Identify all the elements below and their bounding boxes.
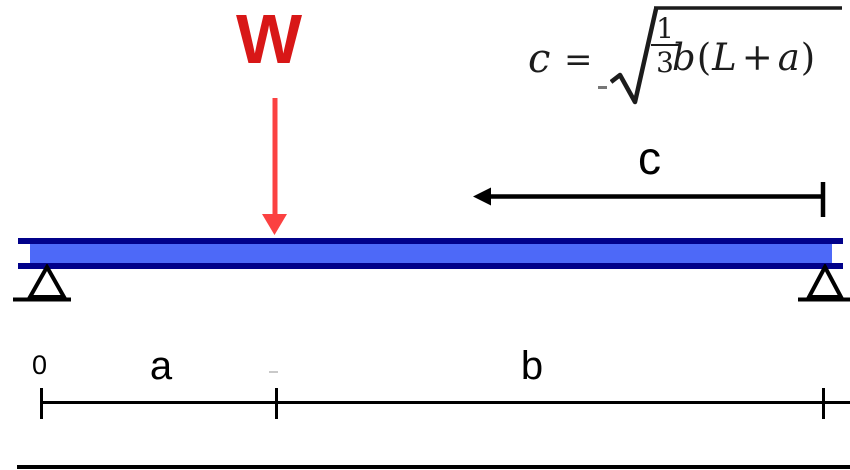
load-label: W [236, 0, 302, 78]
formula-plus-sign: + [741, 36, 774, 79]
beam-bottom-flange [18, 263, 843, 269]
formula-artifact-dash [598, 86, 607, 89]
formula-fraction: 1 3 [651, 14, 679, 78]
formula-radicand: b(L+a) [672, 36, 816, 79]
beam-web [30, 244, 832, 263]
fraction-numerator: 1 [651, 14, 679, 47]
formula-var-b: b [672, 36, 697, 79]
segment-b-label: b [520, 344, 544, 388]
c-dimension-label: c [638, 132, 661, 184]
segment-a-label: a [149, 344, 173, 388]
axis-origin-label: 0 [32, 350, 48, 380]
load-arrow-icon [262, 98, 287, 235]
formula-paren-close: ) [800, 36, 817, 79]
formula: c = 1 3 b(L+a) [528, 2, 850, 108]
dimension-tick-right-end [822, 388, 825, 419]
dimension-tick-load-point [275, 388, 278, 419]
right-support-icon [798, 264, 850, 302]
radical-sign-icon [610, 6, 842, 105]
dimension-tick-origin [40, 388, 43, 419]
beam-top-flange [18, 238, 843, 244]
dimension-line [40, 401, 850, 404]
formula-equals-sign: = [564, 40, 593, 80]
fraction-denominator: 3 [656, 46, 674, 80]
bottom-rule [17, 465, 850, 469]
c-dimension-arrow-icon [473, 182, 826, 217]
formula-var-L: L [712, 36, 738, 79]
faint-dash-artifact [269, 371, 278, 373]
formula-paren-open: ( [696, 36, 713, 79]
left-support-icon [13, 264, 71, 302]
formula-var-a: a [777, 36, 801, 79]
formula-lhs: c [528, 36, 551, 82]
